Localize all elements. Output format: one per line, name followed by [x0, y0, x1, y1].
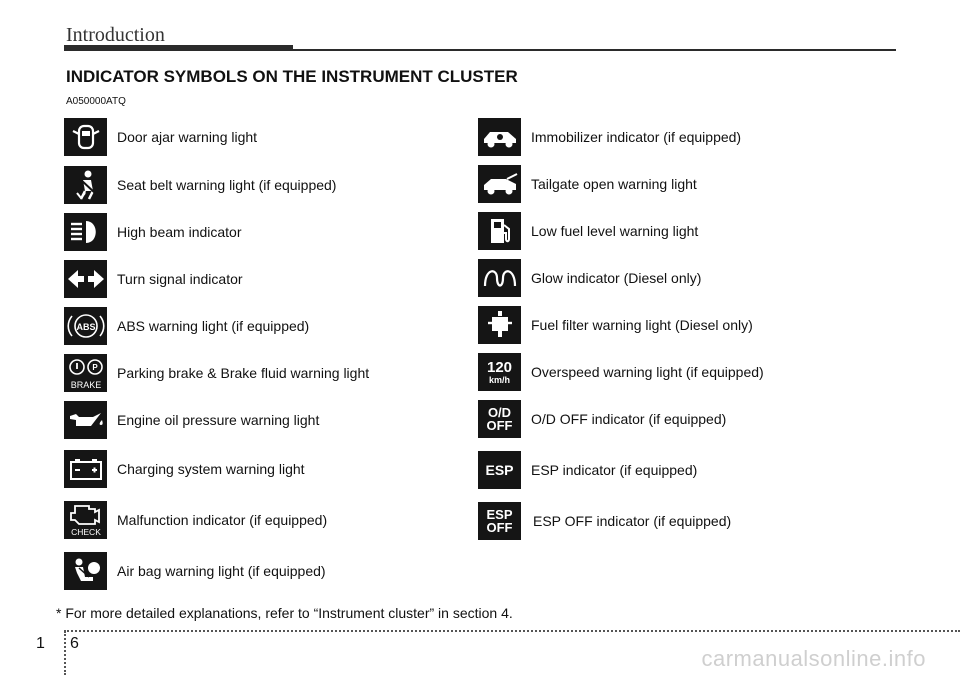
- list-item: Air bag warning light (if equipped): [64, 552, 484, 590]
- list-item: Glow indicator (Diesel only): [478, 259, 898, 297]
- abs-icon: ABS: [64, 307, 107, 345]
- od-text: O/D: [487, 405, 512, 420]
- item-label: Turn signal indicator: [117, 271, 243, 287]
- item-label: ABS warning light (if equipped): [117, 318, 310, 334]
- immobilizer-icon: [478, 118, 521, 156]
- list-item: 120 km/h Overspeed warning light (if equ…: [478, 353, 898, 391]
- list-item: ESP OFF ESP OFF indicator (if equipped): [478, 502, 898, 540]
- esp-text: ESP: [485, 462, 514, 478]
- item-label: Overspeed warning light (if equipped): [531, 364, 764, 380]
- overspeed-value: 120: [486, 358, 513, 376]
- overspeed-unit: km/h: [488, 374, 510, 385]
- list-item: Immobilizer indicator (if equipped): [478, 118, 898, 156]
- section-title: Introduction: [66, 24, 165, 46]
- item-label: ESP OFF indicator (if equipped): [533, 513, 732, 529]
- brake-icon-text: BRAKE: [70, 380, 101, 390]
- list-item: Door ajar warning light: [64, 118, 484, 156]
- battery-icon: [64, 450, 107, 488]
- list-item: Fuel filter warning light (Diesel only): [478, 306, 898, 344]
- header-rule-thick: [64, 45, 293, 51]
- page-heading: INDICATOR SYMBOLS ON THE INSTRUMENT CLUS…: [66, 67, 518, 86]
- list-item: ESP ESP indicator (if equipped): [478, 451, 898, 489]
- item-label: Charging system warning light: [117, 461, 305, 477]
- svg-text:P: P: [92, 363, 98, 372]
- footnote: * For more detailed explanations, refer …: [56, 605, 513, 621]
- item-label: Immobilizer indicator (if equipped): [531, 129, 742, 145]
- list-item: P BRAKE Parking brake & Brake fluid warni…: [64, 354, 484, 392]
- list-item: Charging system warning light: [64, 450, 484, 488]
- item-label: Glow indicator (Diesel only): [531, 270, 702, 286]
- check-engine-icon-text: CHECK: [71, 527, 101, 537]
- item-label: High beam indicator: [117, 224, 242, 240]
- list-item: Turn signal indicator: [64, 260, 484, 298]
- fuel-icon: [478, 212, 521, 250]
- list-item: ABS ABS warning light (if equipped): [64, 307, 484, 345]
- list-item: Seat belt warning light (if equipped): [64, 166, 484, 204]
- esp-icon: ESP: [478, 451, 521, 489]
- item-label: Low fuel level warning light: [531, 223, 699, 239]
- od-off-text: OFF: [486, 418, 513, 433]
- esp-off-off-text: OFF: [486, 520, 513, 535]
- list-item: Low fuel level warning light: [478, 212, 898, 250]
- esp-off-esp-text: ESP: [486, 507, 513, 522]
- item-label: Fuel filter warning light (Diesel only): [531, 317, 753, 333]
- high-beam-icon: [64, 213, 107, 251]
- list-item: Tailgate open warning light: [478, 165, 898, 203]
- item-label: Tailgate open warning light: [531, 176, 697, 192]
- item-label: Malfunction indicator (if equipped): [117, 512, 328, 528]
- esp-off-icon: ESP OFF: [478, 502, 521, 540]
- item-label: Parking brake & Brake fluid warning ligh…: [117, 365, 370, 381]
- page-number: 6: [70, 635, 79, 652]
- glow-plug-icon: [478, 259, 521, 297]
- tailgate-icon: [478, 165, 521, 203]
- footer-rule: [64, 630, 960, 632]
- item-label: O/D OFF indicator (if equipped): [531, 411, 727, 427]
- door-ajar-icon: [64, 118, 107, 156]
- footer-divider: [64, 631, 66, 675]
- list-item: O/D OFF O/D OFF indicator (if equipped): [478, 400, 898, 438]
- reference-code: A050000ATQ: [66, 96, 126, 107]
- item-label: Air bag warning light (if equipped): [117, 563, 326, 579]
- seat-belt-icon: [64, 166, 107, 204]
- fuel-filter-icon: [478, 306, 521, 344]
- abs-icon-text: ABS: [76, 322, 95, 332]
- item-label: Engine oil pressure warning light: [117, 412, 320, 428]
- overspeed-icon: 120 km/h: [478, 353, 521, 391]
- item-label: ESP indicator (if equipped): [531, 462, 698, 478]
- oil-pressure-icon: [64, 401, 107, 439]
- watermark: carmanualsonline.info: [701, 646, 926, 671]
- brake-icon: P BRAKE: [64, 354, 107, 392]
- air-bag-icon: [64, 552, 107, 590]
- item-label: Door ajar warning light: [117, 129, 258, 145]
- item-label: Seat belt warning light (if equipped): [117, 177, 337, 193]
- list-item: Engine oil pressure warning light: [64, 401, 484, 439]
- chapter-number: 1: [36, 635, 45, 652]
- od-off-icon: O/D OFF: [478, 400, 521, 438]
- list-item: High beam indicator: [64, 213, 484, 251]
- list-item: CHECK Malfunction indicator (if equipped…: [64, 501, 484, 539]
- header-rule-thin: [293, 49, 896, 51]
- check-engine-icon: CHECK: [64, 501, 107, 539]
- turn-signal-icon: [64, 260, 107, 298]
